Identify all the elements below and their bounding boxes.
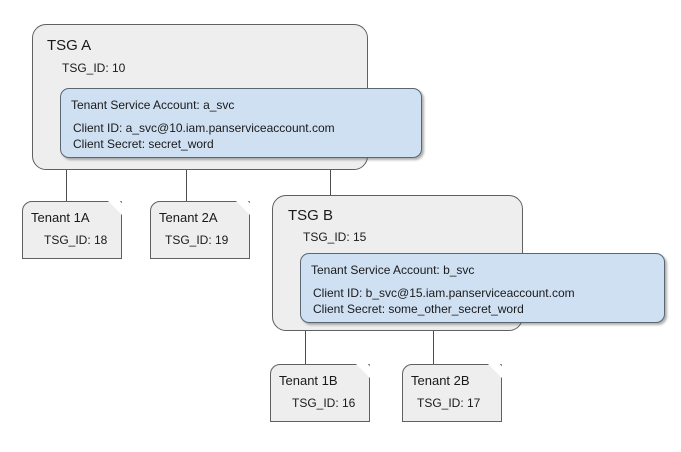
tenant-box-tenant-1b[interactable] bbox=[270, 364, 370, 422]
tenant-shape bbox=[270, 364, 370, 422]
group-title-tsg-a: TSG A bbox=[47, 37, 92, 54]
tenant-box-tenant-2a[interactable] bbox=[150, 201, 250, 259]
tenant-title-tenant-1a: Tenant 1A bbox=[31, 210, 90, 225]
service-account-client-id-b: Client ID: b_svc@15.iam.panserviceaccoun… bbox=[313, 286, 575, 300]
group-title-tsg-b: TSG B bbox=[288, 207, 334, 224]
tenant-id-tenant-1a: TSG_ID: 18 bbox=[44, 233, 108, 247]
tenant-box-tenant-1a[interactable] bbox=[22, 201, 122, 259]
tenant-shape bbox=[150, 201, 250, 259]
service-account-client-secret-a: Client Secret: secret_word bbox=[73, 137, 214, 151]
connector-tsgb-to-tenant1b bbox=[305, 331, 306, 364]
tenant-id-tenant-2b: TSG_ID: 17 bbox=[417, 396, 481, 410]
tenant-id-tenant-2a: TSG_ID: 19 bbox=[165, 233, 229, 247]
tenant-shape bbox=[22, 201, 122, 259]
service-account-card-a[interactable] bbox=[60, 88, 422, 158]
tenant-box-tenant-2b[interactable] bbox=[402, 364, 502, 422]
tenant-id-tenant-1b: TSG_ID: 16 bbox=[292, 396, 356, 410]
tenant-title-tenant-2b: Tenant 2B bbox=[411, 373, 470, 388]
service-account-header-b: Tenant Service Account: b_svc bbox=[311, 263, 475, 277]
connector-tsga-to-tenant2a bbox=[186, 170, 187, 201]
connector-tsgb-to-tenant2b bbox=[433, 331, 434, 364]
service-account-header-a: Tenant Service Account: a_svc bbox=[71, 98, 235, 112]
service-account-card-b[interactable] bbox=[300, 253, 665, 323]
tenant-shape bbox=[402, 364, 502, 422]
tenant-title-tenant-1b: Tenant 1B bbox=[279, 373, 338, 388]
service-account-client-secret-b: Client Secret: some_other_secret_word bbox=[313, 302, 524, 316]
connector-tsga-to-tenant1a bbox=[66, 170, 67, 201]
group-id-tsg-b: TSG_ID: 15 bbox=[303, 230, 367, 244]
tenant-title-tenant-2a: Tenant 2A bbox=[159, 210, 218, 225]
connector-tsga-to-tsgb bbox=[330, 170, 331, 195]
group-id-tsg-a: TSG_ID: 10 bbox=[62, 61, 126, 75]
service-account-client-id-a: Client ID: a_svc@10.iam.panserviceaccoun… bbox=[73, 121, 335, 135]
